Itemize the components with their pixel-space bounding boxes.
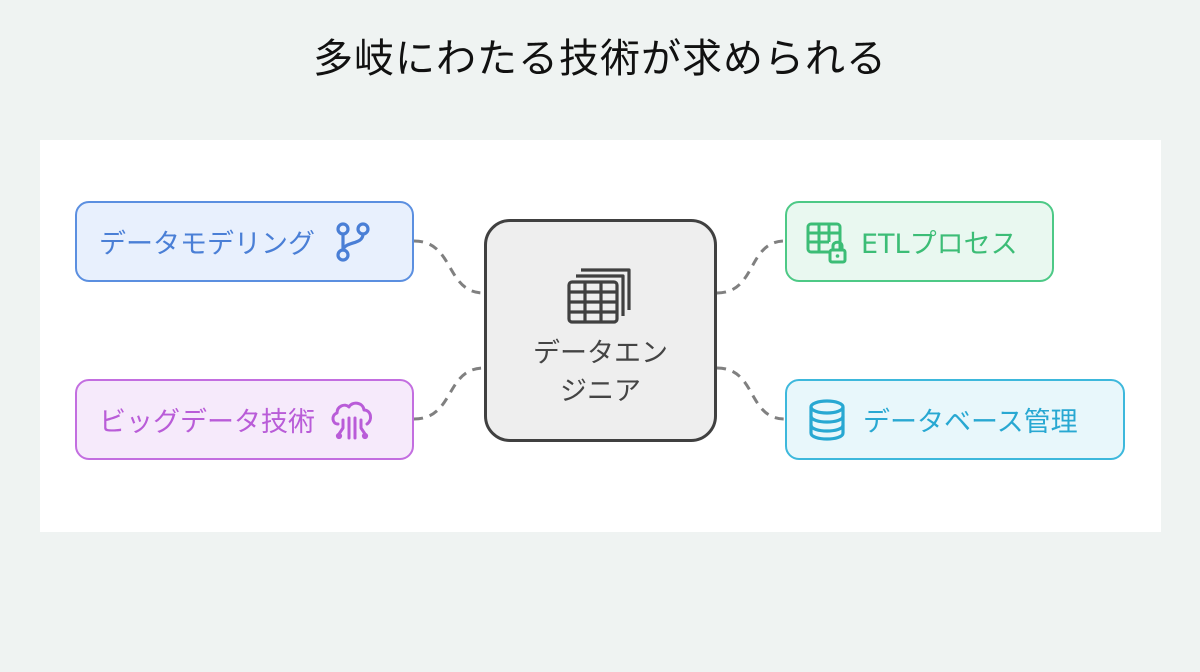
database-icon	[809, 398, 845, 441]
table-stack-icon	[567, 268, 631, 324]
node-data-modeling-label: データモデリング	[99, 229, 315, 260]
node-database-management-label: データベース管理	[863, 407, 1078, 438]
node-etl-process[interactable]: ETLプロセス	[785, 201, 1054, 282]
table-lock-icon	[806, 222, 847, 263]
node-big-data-label: ビッグデータ技術	[99, 407, 315, 438]
node-database-management[interactable]: データベース管理	[785, 379, 1125, 460]
git-branch-icon	[336, 221, 370, 262]
cloud-data-icon	[331, 401, 373, 439]
node-data-engineer[interactable]: データエン ジニア	[484, 219, 717, 442]
center-label-line2: ジニア	[560, 376, 641, 407]
center-label-line1: データエン	[533, 338, 668, 369]
node-etl-process-label: ETLプロセス	[861, 229, 1018, 260]
node-big-data[interactable]: ビッグデータ技術	[75, 379, 414, 460]
page-title: 多岐にわたる技術が求められる	[313, 36, 887, 82]
node-data-modeling[interactable]: データモデリング	[75, 201, 414, 282]
